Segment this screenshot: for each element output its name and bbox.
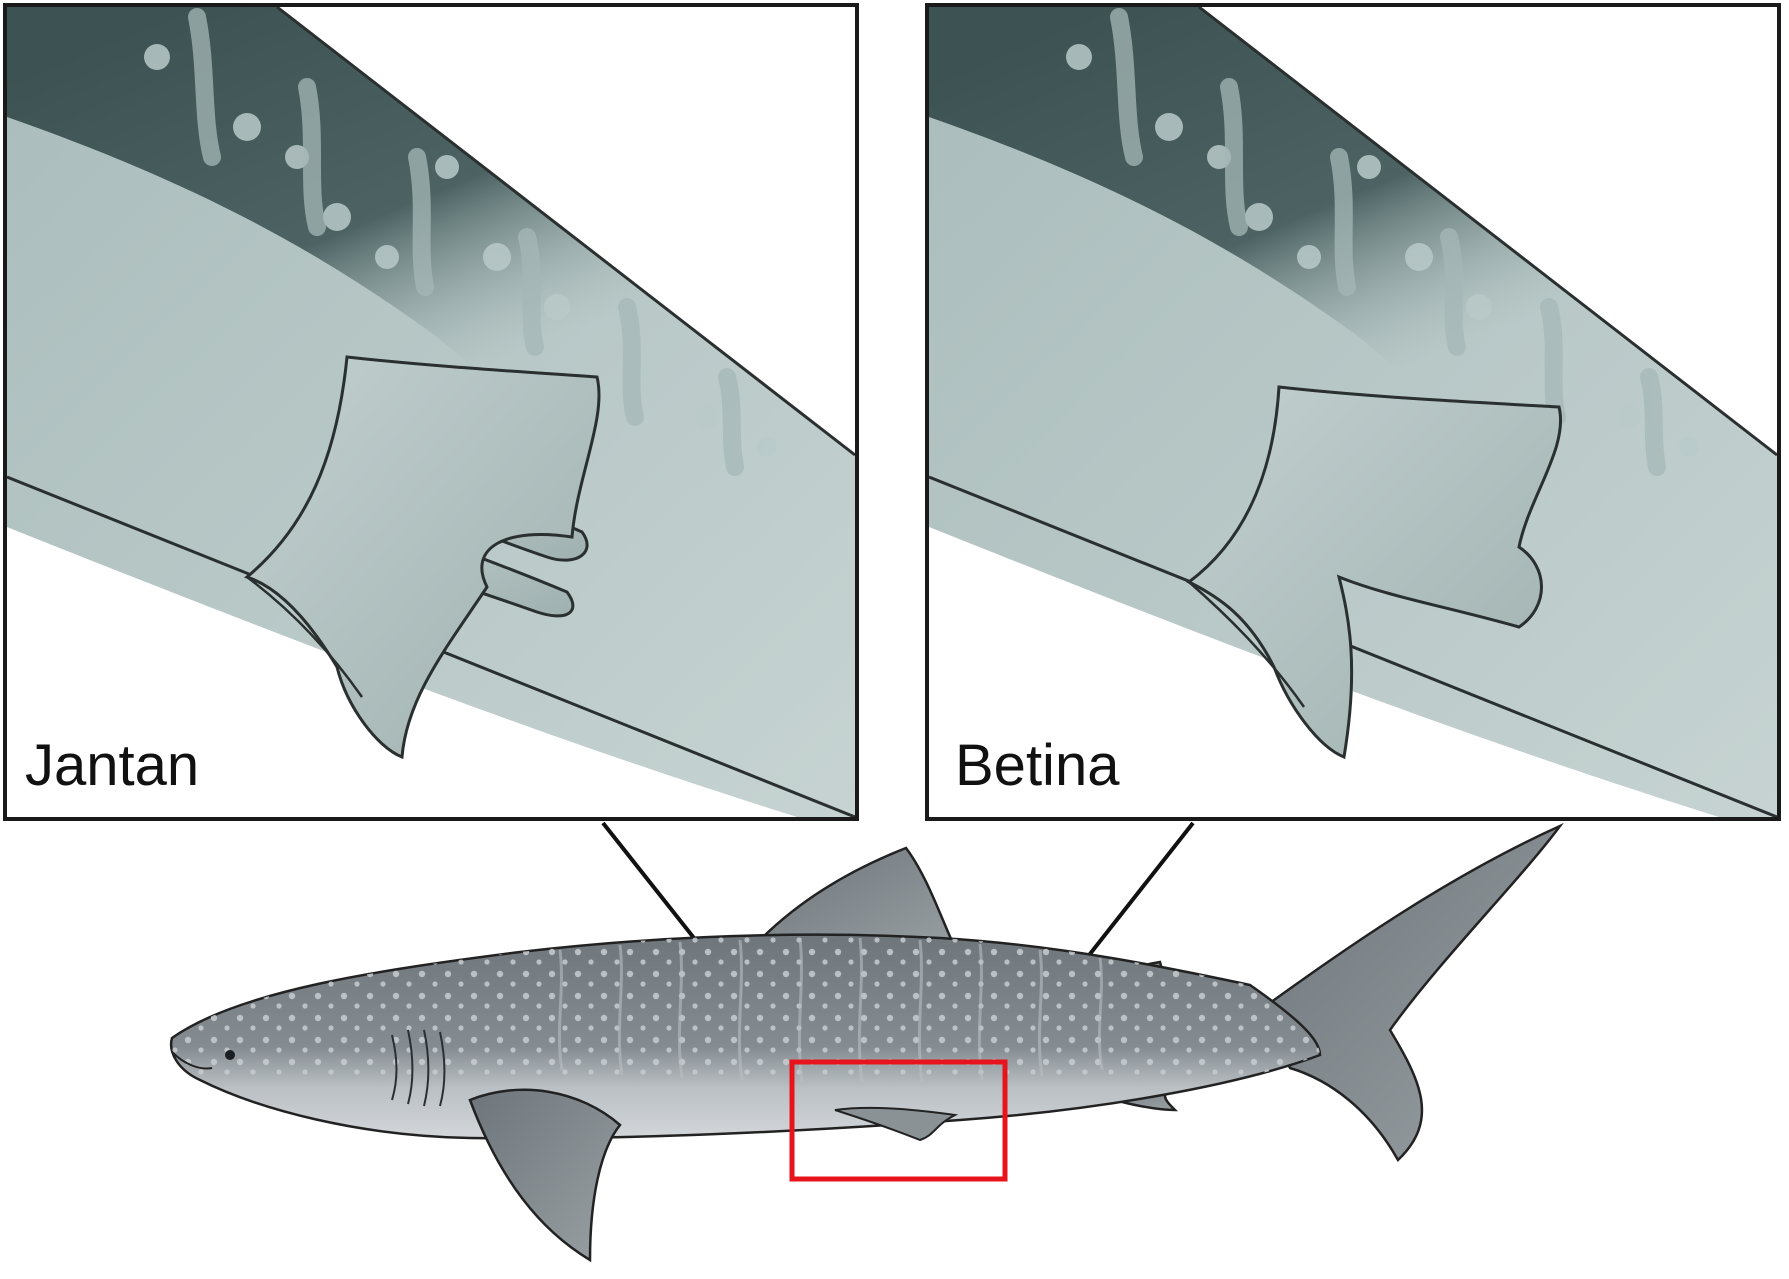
highlight-box (789, 1059, 1008, 1182)
eye-icon (225, 1050, 235, 1060)
female-pelvic-fin-closeup (929, 7, 1777, 817)
male-closeup-panel: Jantan (3, 3, 859, 821)
caudal-fin (1258, 822, 1564, 1163)
female-label: Betina (955, 733, 1120, 798)
male-pelvic-fin-closeup (7, 7, 855, 817)
male-label: Jantan (25, 733, 200, 798)
gill-slits (391, 1029, 446, 1107)
pelvic-fin (834, 1106, 959, 1142)
pectoral-fin (468, 1088, 622, 1263)
female-closeup-panel: Betina (925, 3, 1781, 821)
mouth (171, 1051, 213, 1070)
